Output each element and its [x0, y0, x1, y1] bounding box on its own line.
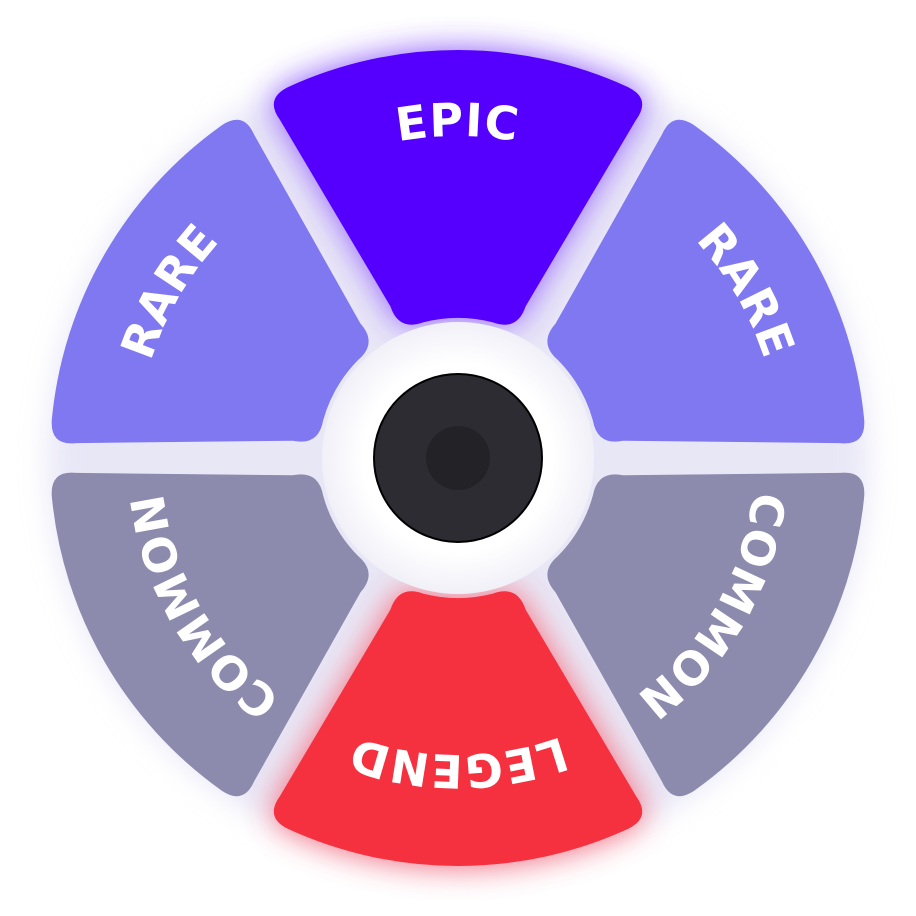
spin-button-center [426, 426, 490, 490]
wheel-segments [51, 49, 865, 867]
segment-label-text: EPIC [392, 92, 522, 151]
wheel-segment-legend-3[interactable] [273, 591, 643, 867]
wheel-segment-rare-5[interactable] [51, 119, 369, 444]
wheel-segment-epic-0[interactable] [273, 49, 643, 325]
wheel-segment-common-4[interactable] [51, 472, 369, 797]
wheel-segment-rare-1[interactable] [547, 119, 865, 444]
wheel-hub[interactable] [322, 322, 594, 594]
wheel-segment-common-2[interactable] [547, 472, 865, 797]
segment-label-epic: EPIC [392, 92, 524, 151]
